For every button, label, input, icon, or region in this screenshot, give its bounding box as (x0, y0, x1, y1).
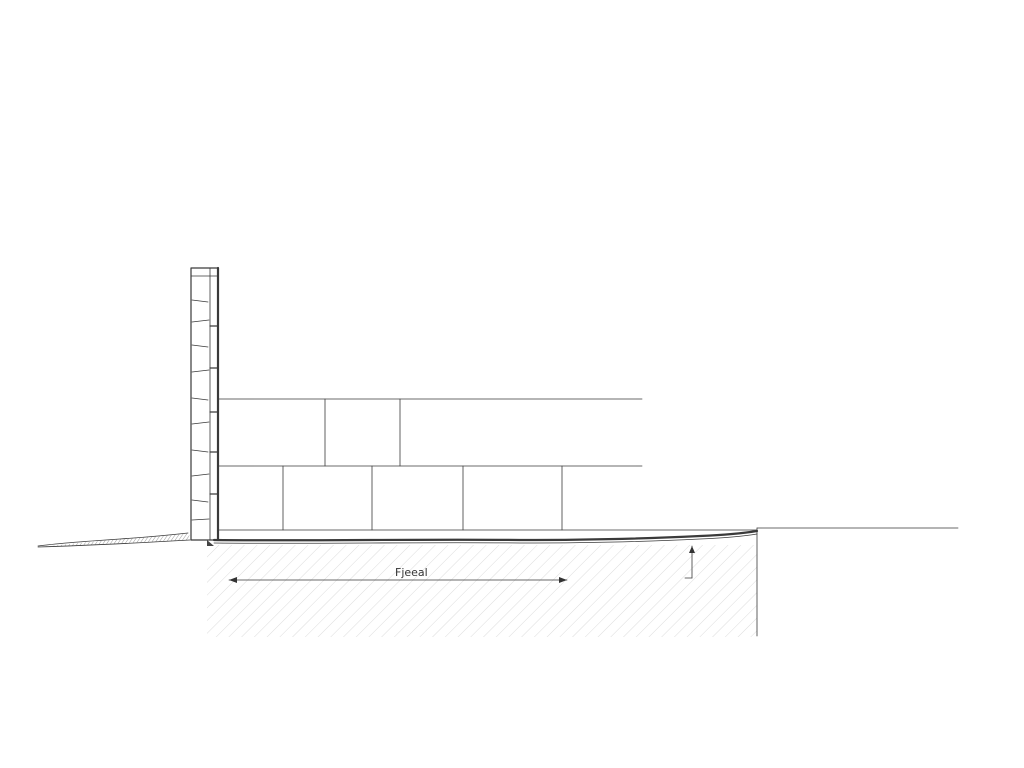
floor-slab (212, 527, 959, 637)
block-courses (217, 398, 643, 531)
dimension-line: Fjeeal (228, 566, 568, 583)
masonry-wall (190, 266, 220, 546)
dimension-label: Fjeeal (395, 566, 428, 579)
existing-ground-left (37, 532, 191, 548)
subgrade-hatch (207, 545, 757, 637)
level-marker (684, 545, 695, 579)
